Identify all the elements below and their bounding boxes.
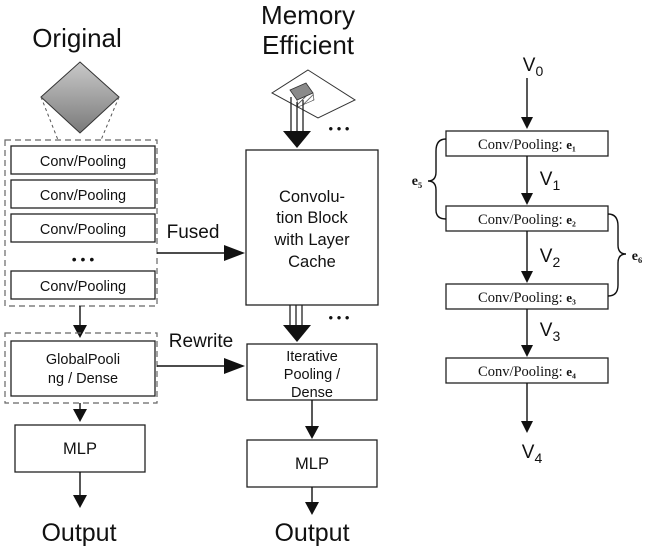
node-v4-label: V4: [522, 442, 543, 466]
iterative-pooling-dense-box: Iterative Pooling / Dense: [246, 343, 378, 401]
svg-text:Conv/Pooling: Conv/Pooling: [40, 188, 126, 204]
chain-edge-e3-box: Conv/Pooling: e₃: [445, 283, 609, 310]
svg-text:Conv/Pooling: e₁: Conv/Pooling: e₁: [478, 137, 576, 153]
node-v2-label: V2: [540, 246, 561, 270]
original-arrow-conv-to-global: [73, 306, 87, 338]
memory-efficient-output-label: Output: [274, 519, 349, 547]
memory-efficient-arrow-mlp-to-output: [305, 487, 319, 515]
svg-text:MLP: MLP: [295, 455, 329, 473]
original-global-group-dashed: [4, 332, 158, 404]
svg-text:MLP: MLP: [63, 440, 97, 458]
svg-text:Conv/Pooling: e₃: Conv/Pooling: e₃: [478, 290, 576, 306]
svg-text:Dense: Dense: [291, 385, 333, 401]
chain-arrow-e4-to-v4: [521, 383, 533, 433]
svg-text:Conv/Pooling: Conv/Pooling: [40, 222, 126, 238]
chain-arrow-e1-to-e2: [521, 156, 533, 205]
svg-text:Conv/Pooling: Conv/Pooling: [40, 154, 126, 170]
node-v1-label: V1: [540, 169, 561, 193]
svg-text:GlobalPooli: GlobalPooli: [46, 352, 120, 368]
original-title: Original: [32, 23, 122, 53]
memory-efficient-title-line2: Efficient: [262, 30, 355, 60]
memory-efficient-input-feature-map-icon: [271, 69, 357, 132]
brace-e5-label: e₅: [412, 174, 422, 189]
chain-arrow-e3-to-e4: [521, 309, 533, 357]
svg-text:Convolu-: Convolu-: [279, 188, 345, 206]
chain-edge-e4-box: Conv/Pooling: e₄: [445, 357, 609, 384]
original-conv-group-dashed: [4, 139, 158, 307]
original-conv-layer-2: Conv/Pooling: [10, 179, 156, 209]
svg-text:Pooling /: Pooling /: [284, 367, 341, 383]
original-conv-layer-4: Conv/Pooling: [10, 270, 156, 300]
node-v0-label: V0: [523, 55, 544, 79]
original-arrow-mlp-to-output: [73, 472, 87, 508]
svg-text:Cache: Cache: [288, 253, 336, 271]
memory-efficient-title-line1: Memory: [261, 0, 355, 30]
rewrite-arrow: [157, 358, 245, 374]
memory-efficient-arrow-conv-to-iterative: [283, 305, 311, 342]
original-mlp-box: MLP: [14, 424, 146, 473]
original-input-feature-map-icon: [40, 61, 120, 141]
original-conv-layer-3: Conv/Pooling: [10, 213, 156, 243]
node-v3-label: V3: [540, 320, 561, 344]
chain-edge-e1-box: Conv/Pooling: e₁: [445, 130, 609, 157]
brace-e5-left: [427, 138, 447, 220]
original-arrow-global-to-mlp: [73, 403, 87, 422]
svg-text:Conv/Pooling: e₂: Conv/Pooling: e₂: [478, 212, 576, 228]
svg-text:Conv/Pooling: e₄: Conv/Pooling: e₄: [478, 364, 576, 380]
memory-efficient-arrow-into-conv-block: [283, 131, 311, 148]
convolution-block-with-layer-cache: Convolu- tion Block with Layer Cache: [245, 149, 379, 306]
chain-arrow-v0-to-e1: [521, 78, 533, 129]
fused-arrow: [157, 245, 245, 261]
brace-e6-right: [607, 213, 627, 297]
original-conv-layer-1: Conv/Pooling: [10, 145, 156, 175]
svg-text:ng / Dense: ng / Dense: [48, 371, 118, 387]
original-output-label: Output: [41, 519, 116, 547]
svg-text:tion Block: tion Block: [276, 209, 348, 227]
rewrite-label: Rewrite: [169, 331, 233, 352]
fused-label: Fused: [167, 222, 220, 243]
svg-text:Iterative: Iterative: [286, 349, 338, 365]
chain-arrow-e2-to-e3: [521, 231, 533, 283]
original-globalpooling-dense-box: GlobalPooli ng / Dense: [10, 340, 156, 397]
original-ellipsis: • • •: [72, 251, 95, 267]
chain-edge-e2-box: Conv/Pooling: e₂: [445, 205, 609, 232]
brace-e6-label: e₆: [632, 249, 642, 264]
memory-efficient-ellipsis-top: • • •: [329, 121, 350, 136]
svg-text:Conv/Pooling: Conv/Pooling: [40, 279, 126, 295]
svg-text:with Layer: with Layer: [273, 231, 350, 249]
memory-efficient-ellipsis-mid: • • •: [329, 310, 350, 325]
memory-efficient-arrow-iterative-to-mlp: [305, 400, 319, 439]
memory-efficient-mlp-box: MLP: [246, 439, 378, 488]
